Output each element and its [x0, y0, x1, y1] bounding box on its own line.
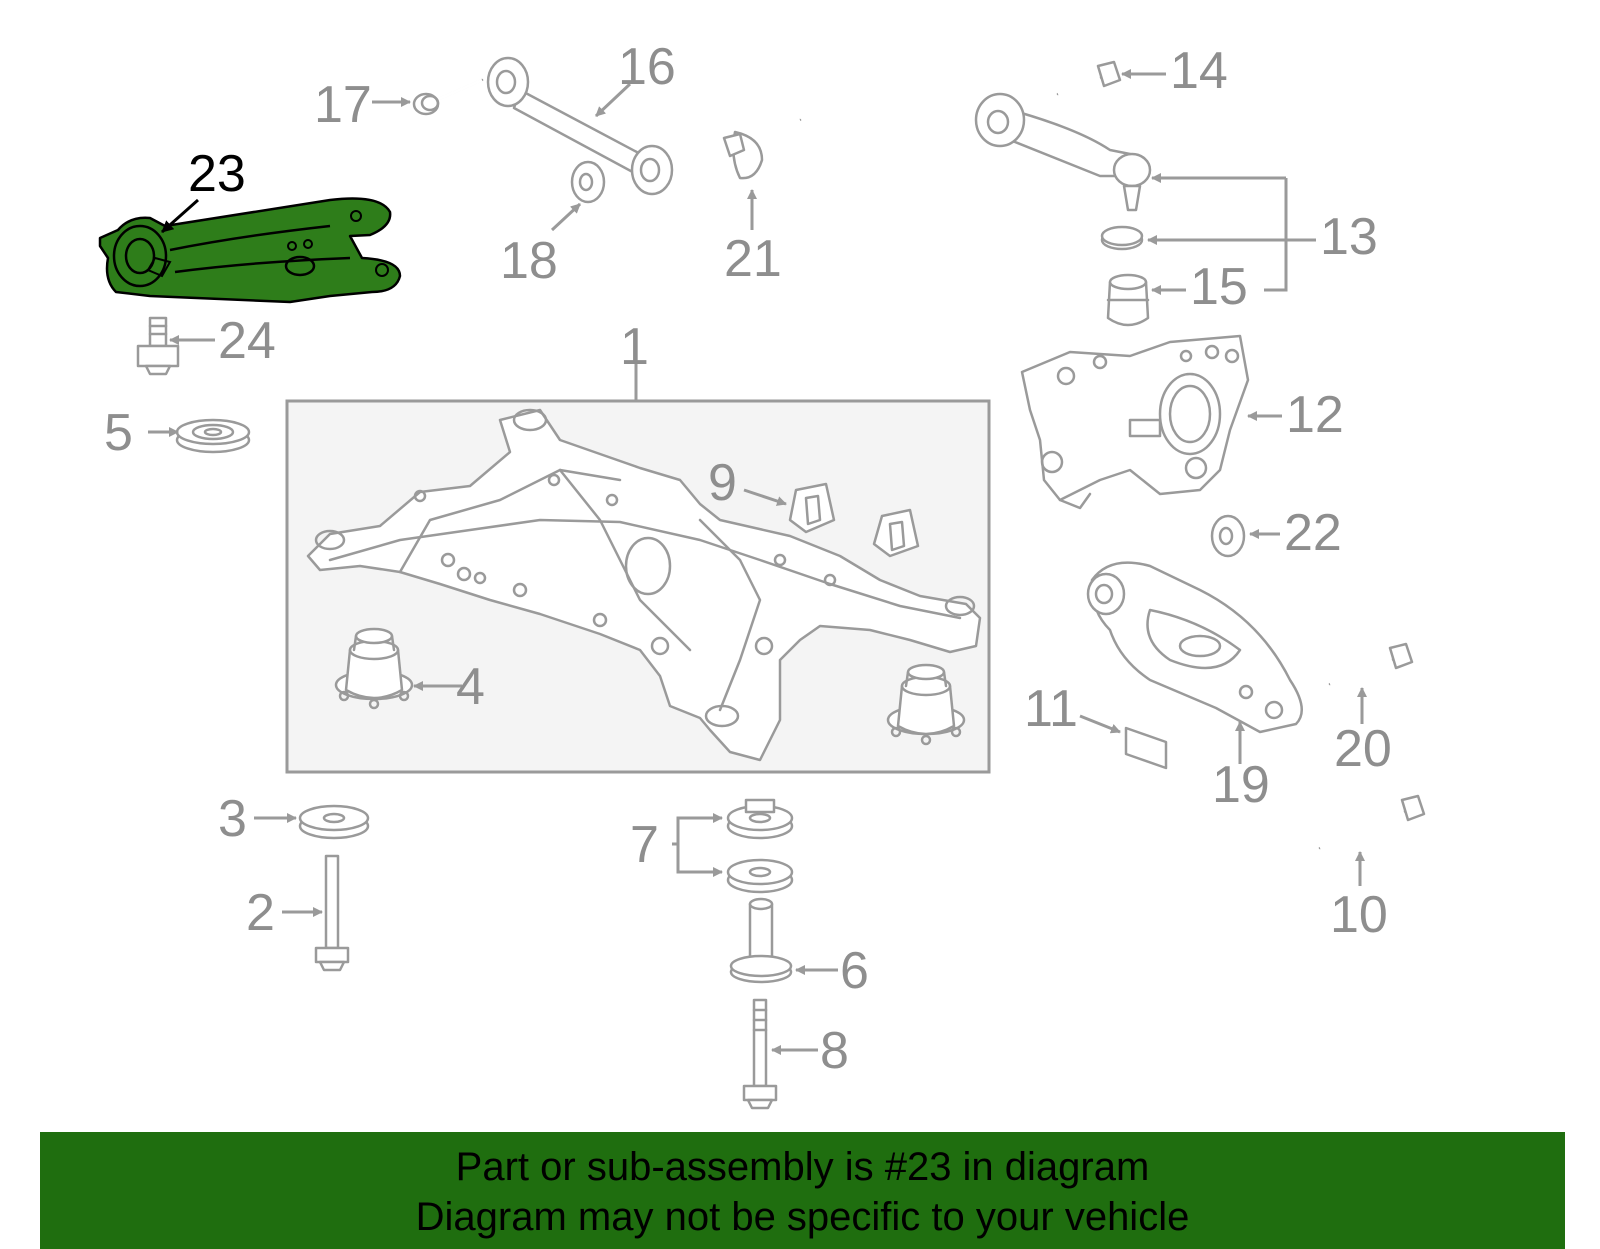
callout-6[interactable]: 6	[840, 942, 869, 1000]
knuckle-part-12[interactable]	[1020, 334, 1250, 510]
callout-3[interactable]: 3	[218, 790, 247, 848]
washer-part-5[interactable]	[175, 418, 251, 454]
bolt-part-2[interactable]	[314, 854, 350, 972]
washer-part-3[interactable]	[298, 804, 370, 840]
lower-arm-part-19[interactable]	[1086, 561, 1303, 734]
callout-24[interactable]: 24	[218, 312, 276, 370]
callout-4[interactable]: 4	[456, 658, 485, 716]
collar-part-6[interactable]	[729, 897, 793, 984]
caption-banner: Part or sub-assembly is #23 in diagram D…	[40, 1132, 1565, 1249]
upper-arm-part-13[interactable]	[974, 92, 1152, 251]
callout-23[interactable]: 23	[188, 145, 246, 203]
subframe-part-1[interactable]	[306, 408, 982, 762]
link-part-16[interactable]	[486, 56, 674, 196]
mount-part-4[interactable]	[334, 627, 966, 746]
callout-20[interactable]: 20	[1334, 720, 1392, 778]
bolt-part-10[interactable]	[1318, 794, 1426, 851]
bolt-part-24[interactable]	[136, 316, 180, 376]
bushing-part-18[interactable]	[570, 160, 606, 204]
callout-18[interactable]: 18	[500, 232, 558, 290]
callout-5[interactable]: 5	[104, 404, 133, 462]
label-part-11[interactable]	[1124, 726, 1168, 770]
callout-1[interactable]: 1	[620, 318, 649, 376]
cam-bolt-part-21[interactable]	[722, 117, 802, 180]
stopper-part-7[interactable]	[726, 798, 794, 894]
callout-14[interactable]: 14	[1170, 42, 1228, 100]
callout-16[interactable]: 16	[618, 38, 676, 96]
callout-7[interactable]: 7	[630, 816, 659, 874]
callout-13[interactable]: 13	[1320, 208, 1378, 266]
callout-9[interactable]: 9	[708, 454, 737, 512]
callout-8[interactable]: 8	[820, 1022, 849, 1080]
callout-11[interactable]: 11	[1024, 680, 1078, 738]
leader-lines	[148, 69, 1367, 1055]
callout-21[interactable]: 21	[724, 230, 782, 288]
bolt-part-17[interactable]	[412, 78, 484, 116]
trailing-arm-part-23[interactable]	[98, 197, 402, 304]
callout-17[interactable]: 17	[314, 76, 372, 134]
bolt-part-14[interactable]	[1056, 60, 1122, 97]
bushing-part-22[interactable]	[1210, 514, 1246, 558]
bushing-part-9[interactable]	[788, 482, 920, 558]
callout-2[interactable]: 2	[246, 884, 275, 942]
callout-22[interactable]: 22	[1284, 504, 1342, 562]
bolt-part-8[interactable]	[742, 998, 778, 1110]
callout-numbers: 23 24 5 17 16 18 21 14 13 15 12 22 1 9 4…	[104, 38, 1392, 1080]
callout-10[interactable]: 10	[1330, 886, 1388, 944]
caption-line-2: Diagram may not be specific to your vehi…	[415, 1195, 1190, 1239]
callout-12[interactable]: 12	[1286, 386, 1344, 444]
caption-line-1: Part or sub-assembly is #23 in diagram	[455, 1145, 1150, 1189]
bolt-part-20[interactable]	[1328, 642, 1414, 687]
callout-15[interactable]: 15	[1190, 258, 1248, 316]
boot-part-15[interactable]	[1106, 273, 1150, 327]
callout-19[interactable]: 19	[1212, 756, 1270, 814]
